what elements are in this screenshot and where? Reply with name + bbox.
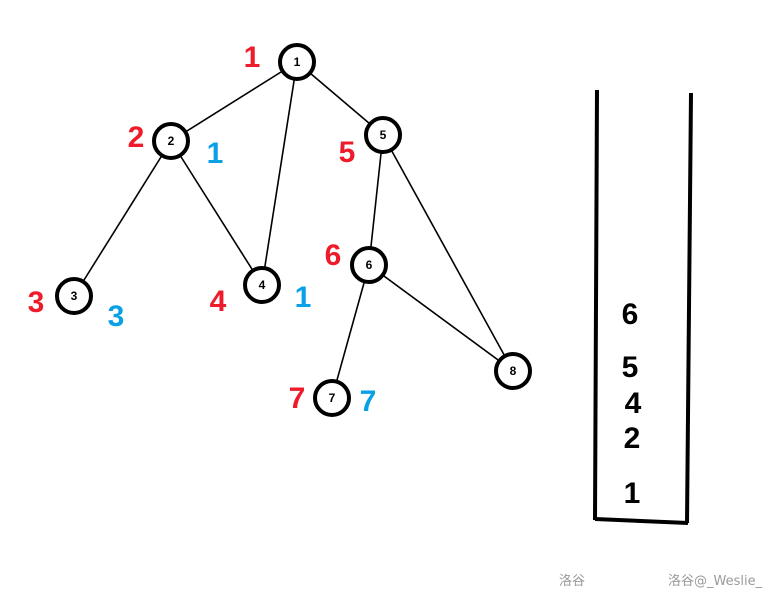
- edge-6-8: [368, 264, 514, 372]
- dfn-label-6: 6: [325, 239, 342, 272]
- node-3: [55, 277, 93, 315]
- node-label-5: 5: [380, 128, 387, 142]
- node-label-1: 1: [294, 55, 301, 69]
- stack-bottom: [594, 517, 689, 525]
- node-label-8: 8: [510, 364, 517, 378]
- stack-item-6: 6: [622, 298, 639, 331]
- watermark-left: 洛谷: [559, 574, 586, 589]
- edge-2-4: [170, 140, 263, 286]
- node-6: [350, 246, 388, 284]
- node-5: [364, 116, 402, 154]
- edge-1-4: [261, 61, 298, 286]
- node-4: [243, 266, 281, 304]
- node-label-3: 3: [71, 289, 78, 303]
- edge-1-2: [170, 61, 298, 142]
- edge-6-7: [331, 264, 370, 399]
- stack-left-wall: [593, 89, 599, 521]
- node-7: [313, 379, 351, 417]
- node-label-4: 4: [259, 278, 266, 292]
- node-label-7: 7: [329, 391, 336, 405]
- edge-5-6: [368, 134, 384, 266]
- stack-item-4: 4: [625, 387, 642, 420]
- low-label-7: 7: [360, 385, 377, 418]
- dfn-label-1: 1: [244, 41, 261, 74]
- dfn-label-3: 3: [28, 286, 45, 319]
- dfn-label-2: 2: [128, 121, 145, 154]
- node-8: [494, 352, 532, 390]
- low-label-2: 1: [207, 137, 224, 170]
- edge-2-3: [73, 140, 172, 297]
- node-label-6: 6: [366, 258, 373, 272]
- dfn-label-4: 4: [210, 285, 227, 318]
- low-label-3: 3: [108, 300, 125, 333]
- node-1: [278, 43, 316, 81]
- stack-item-1: 1: [624, 477, 641, 510]
- node-2: [152, 122, 190, 160]
- stack-item-2: 2: [624, 422, 641, 455]
- dfn-label-5: 5: [339, 136, 356, 169]
- stack-right-wall: [685, 92, 693, 524]
- dfn-label-7: 7: [289, 382, 306, 415]
- watermark-right: 洛谷@_Weslie_: [668, 574, 763, 589]
- low-label-4: 1: [295, 281, 312, 314]
- edge-5-8: [382, 134, 514, 372]
- node-label-2: 2: [168, 134, 175, 148]
- stack-item-5: 5: [622, 351, 639, 384]
